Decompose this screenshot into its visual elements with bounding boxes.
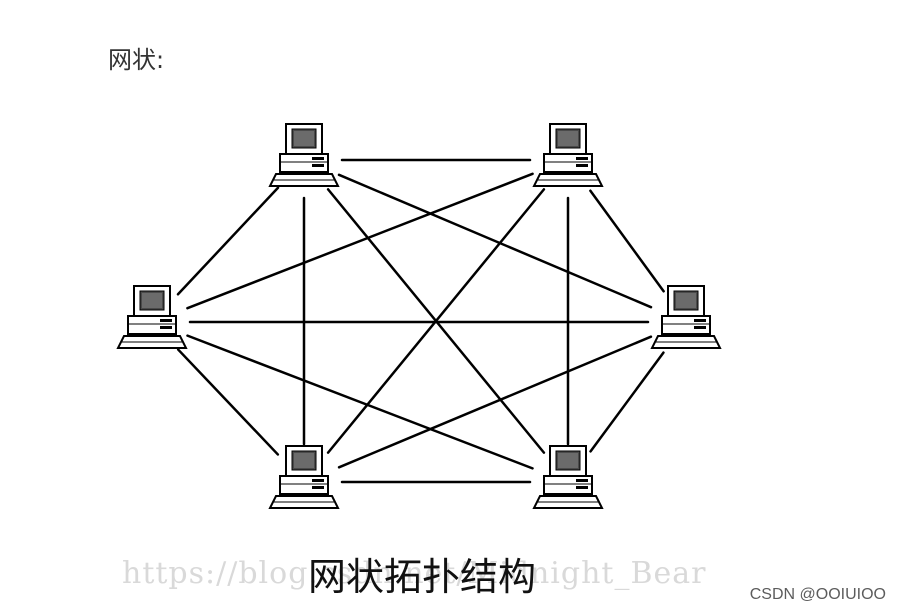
computer-icon-bottom-right	[533, 445, 603, 509]
computer-icon-bottom-left	[269, 445, 339, 509]
credit-text: CSDN @OOIUIOO	[749, 586, 886, 603]
computer-icon-right	[651, 285, 721, 349]
section-label: 网状:	[108, 46, 165, 74]
edge-left-bottom-right	[186, 334, 534, 470]
computer-icon-top-left	[269, 123, 339, 187]
edge-top-left-right	[337, 173, 653, 309]
edge-group	[176, 158, 665, 484]
computer-icon-left	[117, 285, 187, 349]
edge-left-bottom-left	[176, 348, 280, 456]
edge-right-bottom-right	[589, 351, 665, 453]
watermark: https://blog.csdn.net/Midnight_Bear	[122, 556, 707, 591]
edge-right-bottom-left	[337, 335, 653, 469]
edge-top-right-right	[589, 189, 665, 293]
diagram-caption: 网状拓扑结构	[308, 555, 537, 599]
computer-icon-top-right	[533, 123, 603, 187]
edge-top-left-left	[176, 186, 280, 296]
edge-top-right-left	[186, 172, 534, 310]
node-group	[117, 123, 721, 509]
